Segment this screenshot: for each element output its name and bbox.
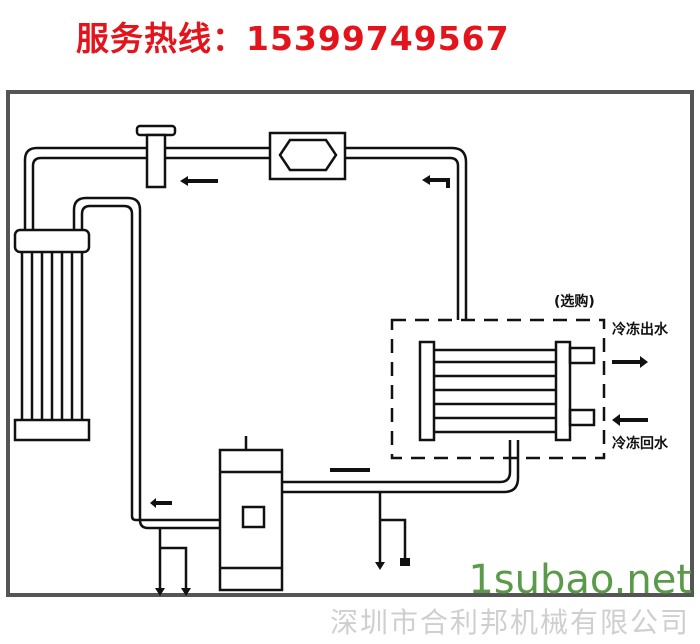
flow-arrow-icon xyxy=(150,498,172,508)
return-pipe-outer xyxy=(282,440,512,484)
top-pipe-outer xyxy=(23,146,468,320)
discharge-pipe-outer xyxy=(72,196,220,530)
expansion-valve-box xyxy=(268,131,347,181)
chilled-water-out-label: 冷冻出水 xyxy=(612,321,669,338)
condenser xyxy=(13,228,91,442)
company-watermark: 深圳市合利邦机械有限公司 xyxy=(330,606,691,639)
evaporator xyxy=(418,340,596,442)
diagram-frame xyxy=(6,90,694,597)
top-pipe-inner xyxy=(31,156,460,320)
flow-arrow-icon xyxy=(330,468,370,472)
return-pipe-inner xyxy=(282,440,520,494)
drain-symbol-right xyxy=(378,492,407,565)
drain-symbol-left xyxy=(158,528,188,590)
option-label: (选购) xyxy=(554,293,595,310)
flow-arrow-icon xyxy=(422,175,450,188)
chilled-water-return-label: 冷冻回水 xyxy=(612,435,669,452)
optional-box xyxy=(390,318,606,460)
compressor xyxy=(218,436,284,592)
arrow-left-icon xyxy=(612,414,648,426)
arrow-right-icon xyxy=(612,356,648,368)
service-hotline: 服务热线：15399749567 xyxy=(76,19,510,58)
site-watermark: 1subao.net xyxy=(468,557,692,603)
filter-drier xyxy=(135,124,177,189)
discharge-pipe-inner xyxy=(80,204,220,522)
flow-arrow-icon xyxy=(180,176,218,186)
